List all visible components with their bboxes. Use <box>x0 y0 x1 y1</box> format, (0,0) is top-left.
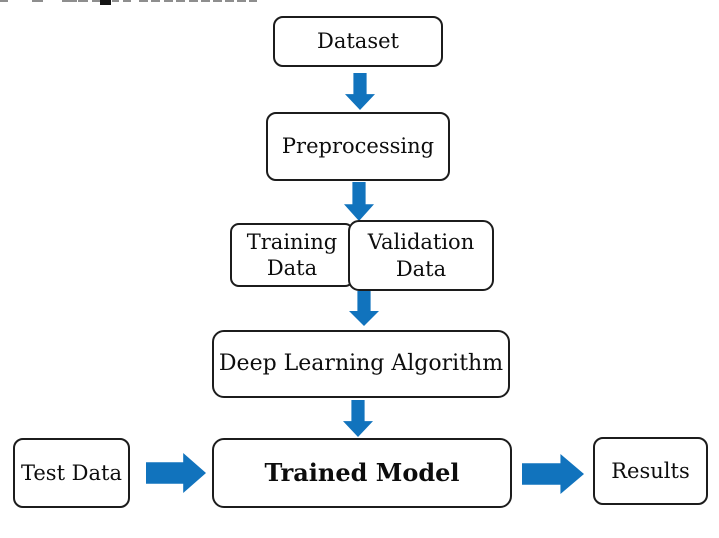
arrow-split-to-deep-learning-algorithm-icon <box>349 291 379 326</box>
node-test-data: Test Data <box>13 438 130 508</box>
node-trained-model: Trained Model <box>212 438 512 508</box>
cropped-title-fragment <box>0 0 260 6</box>
node-validation-data: Validation Data <box>348 220 494 291</box>
node-trained-model-label: Trained Model <box>264 458 460 487</box>
arrow-deep-learning-algorithm-to-trained-model-icon <box>343 400 373 437</box>
node-test-data-label: Test Data <box>20 460 122 485</box>
node-results-label: Results <box>611 458 690 483</box>
arrow-dataset-to-preprocessing-icon <box>345 73 375 110</box>
node-deep-learning-algorithm: Deep Learning Algorithm <box>212 330 510 398</box>
node-preprocessing-label: Preprocessing <box>281 134 435 159</box>
node-preprocessing: Preprocessing <box>266 112 450 181</box>
node-results: Results <box>593 437 708 505</box>
node-deep-learning-algorithm-label: Deep Learning Algorithm <box>218 351 504 377</box>
arrow-trained-model-to-results-icon <box>522 454 584 494</box>
node-dataset-label: Dataset <box>317 29 399 54</box>
node-training-data: Training Data <box>230 223 354 287</box>
node-dataset: Dataset <box>273 16 443 67</box>
arrow-test-data-to-trained-model-icon <box>146 453 206 493</box>
arrow-preprocessing-to-split-icon <box>344 182 374 221</box>
node-validation-data-label: Validation Data <box>367 230 475 281</box>
node-training-data-label: Training Data <box>246 229 338 280</box>
